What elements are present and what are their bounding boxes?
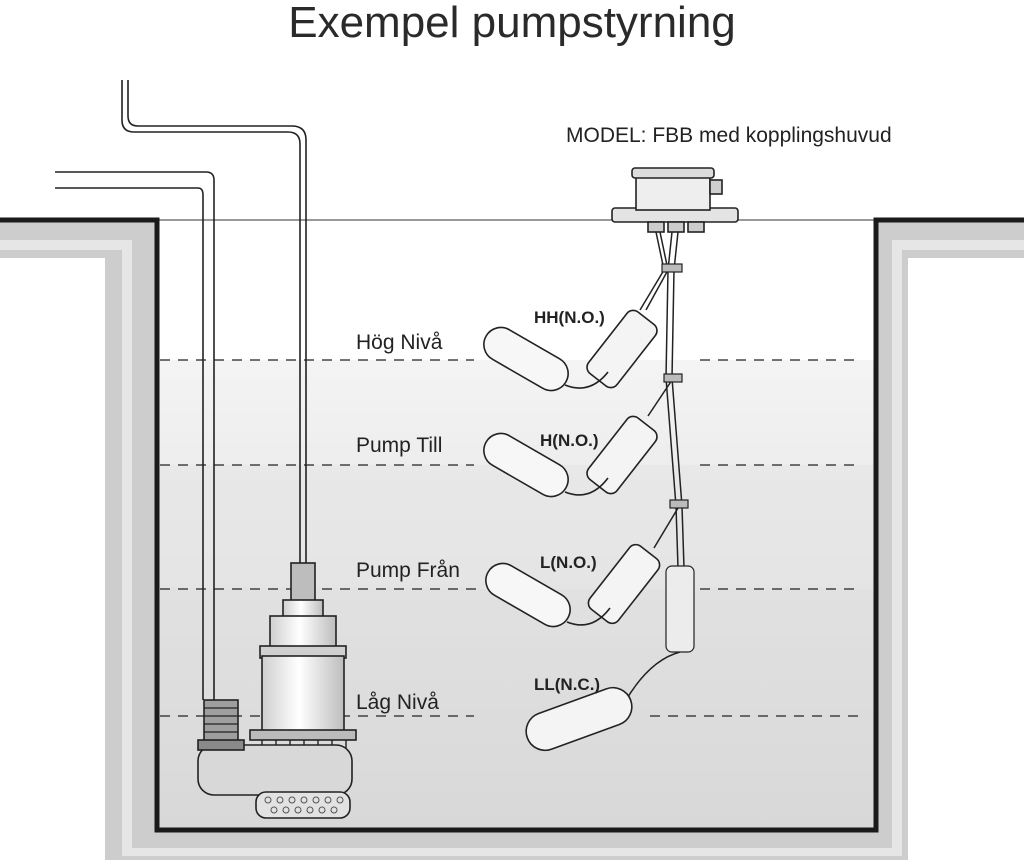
weight-sinker	[665, 565, 695, 653]
pump-volute	[197, 744, 353, 796]
float-switches	[483, 309, 661, 752]
junction-head	[611, 167, 739, 233]
switch-label-h: H(N.O.)	[540, 431, 599, 450]
pump-cable-gland	[290, 562, 316, 604]
discharge-pipes	[55, 80, 307, 700]
level-label-high: Hög Nivå	[356, 331, 443, 354]
switch-label-ll: LL(N.C.)	[534, 675, 601, 694]
float-switch-ll	[525, 686, 633, 752]
pit-outline	[0, 217, 1024, 833]
submersible-pump	[197, 562, 357, 819]
switch-label-hh: HH(N.O.)	[534, 308, 605, 327]
switch-label-l: L(N.O.)	[540, 553, 597, 572]
diagram-title: Exempel pumpstyrning	[288, 0, 736, 47]
float-switch-l	[485, 543, 661, 628]
cable-clamps	[661, 263, 695, 653]
model-label: MODEL: FBB med kopplingshuvud	[566, 124, 892, 147]
float-switch-h	[483, 415, 658, 498]
level-label-pump-on: Pump Till	[356, 434, 443, 457]
float-switch-hh	[483, 309, 658, 392]
level-label-pump-off: Pump Från	[356, 559, 460, 582]
pump-strainer	[255, 791, 351, 819]
pump-motor-housing	[261, 655, 345, 733]
level-label-low: Låg Nivå	[356, 691, 439, 714]
